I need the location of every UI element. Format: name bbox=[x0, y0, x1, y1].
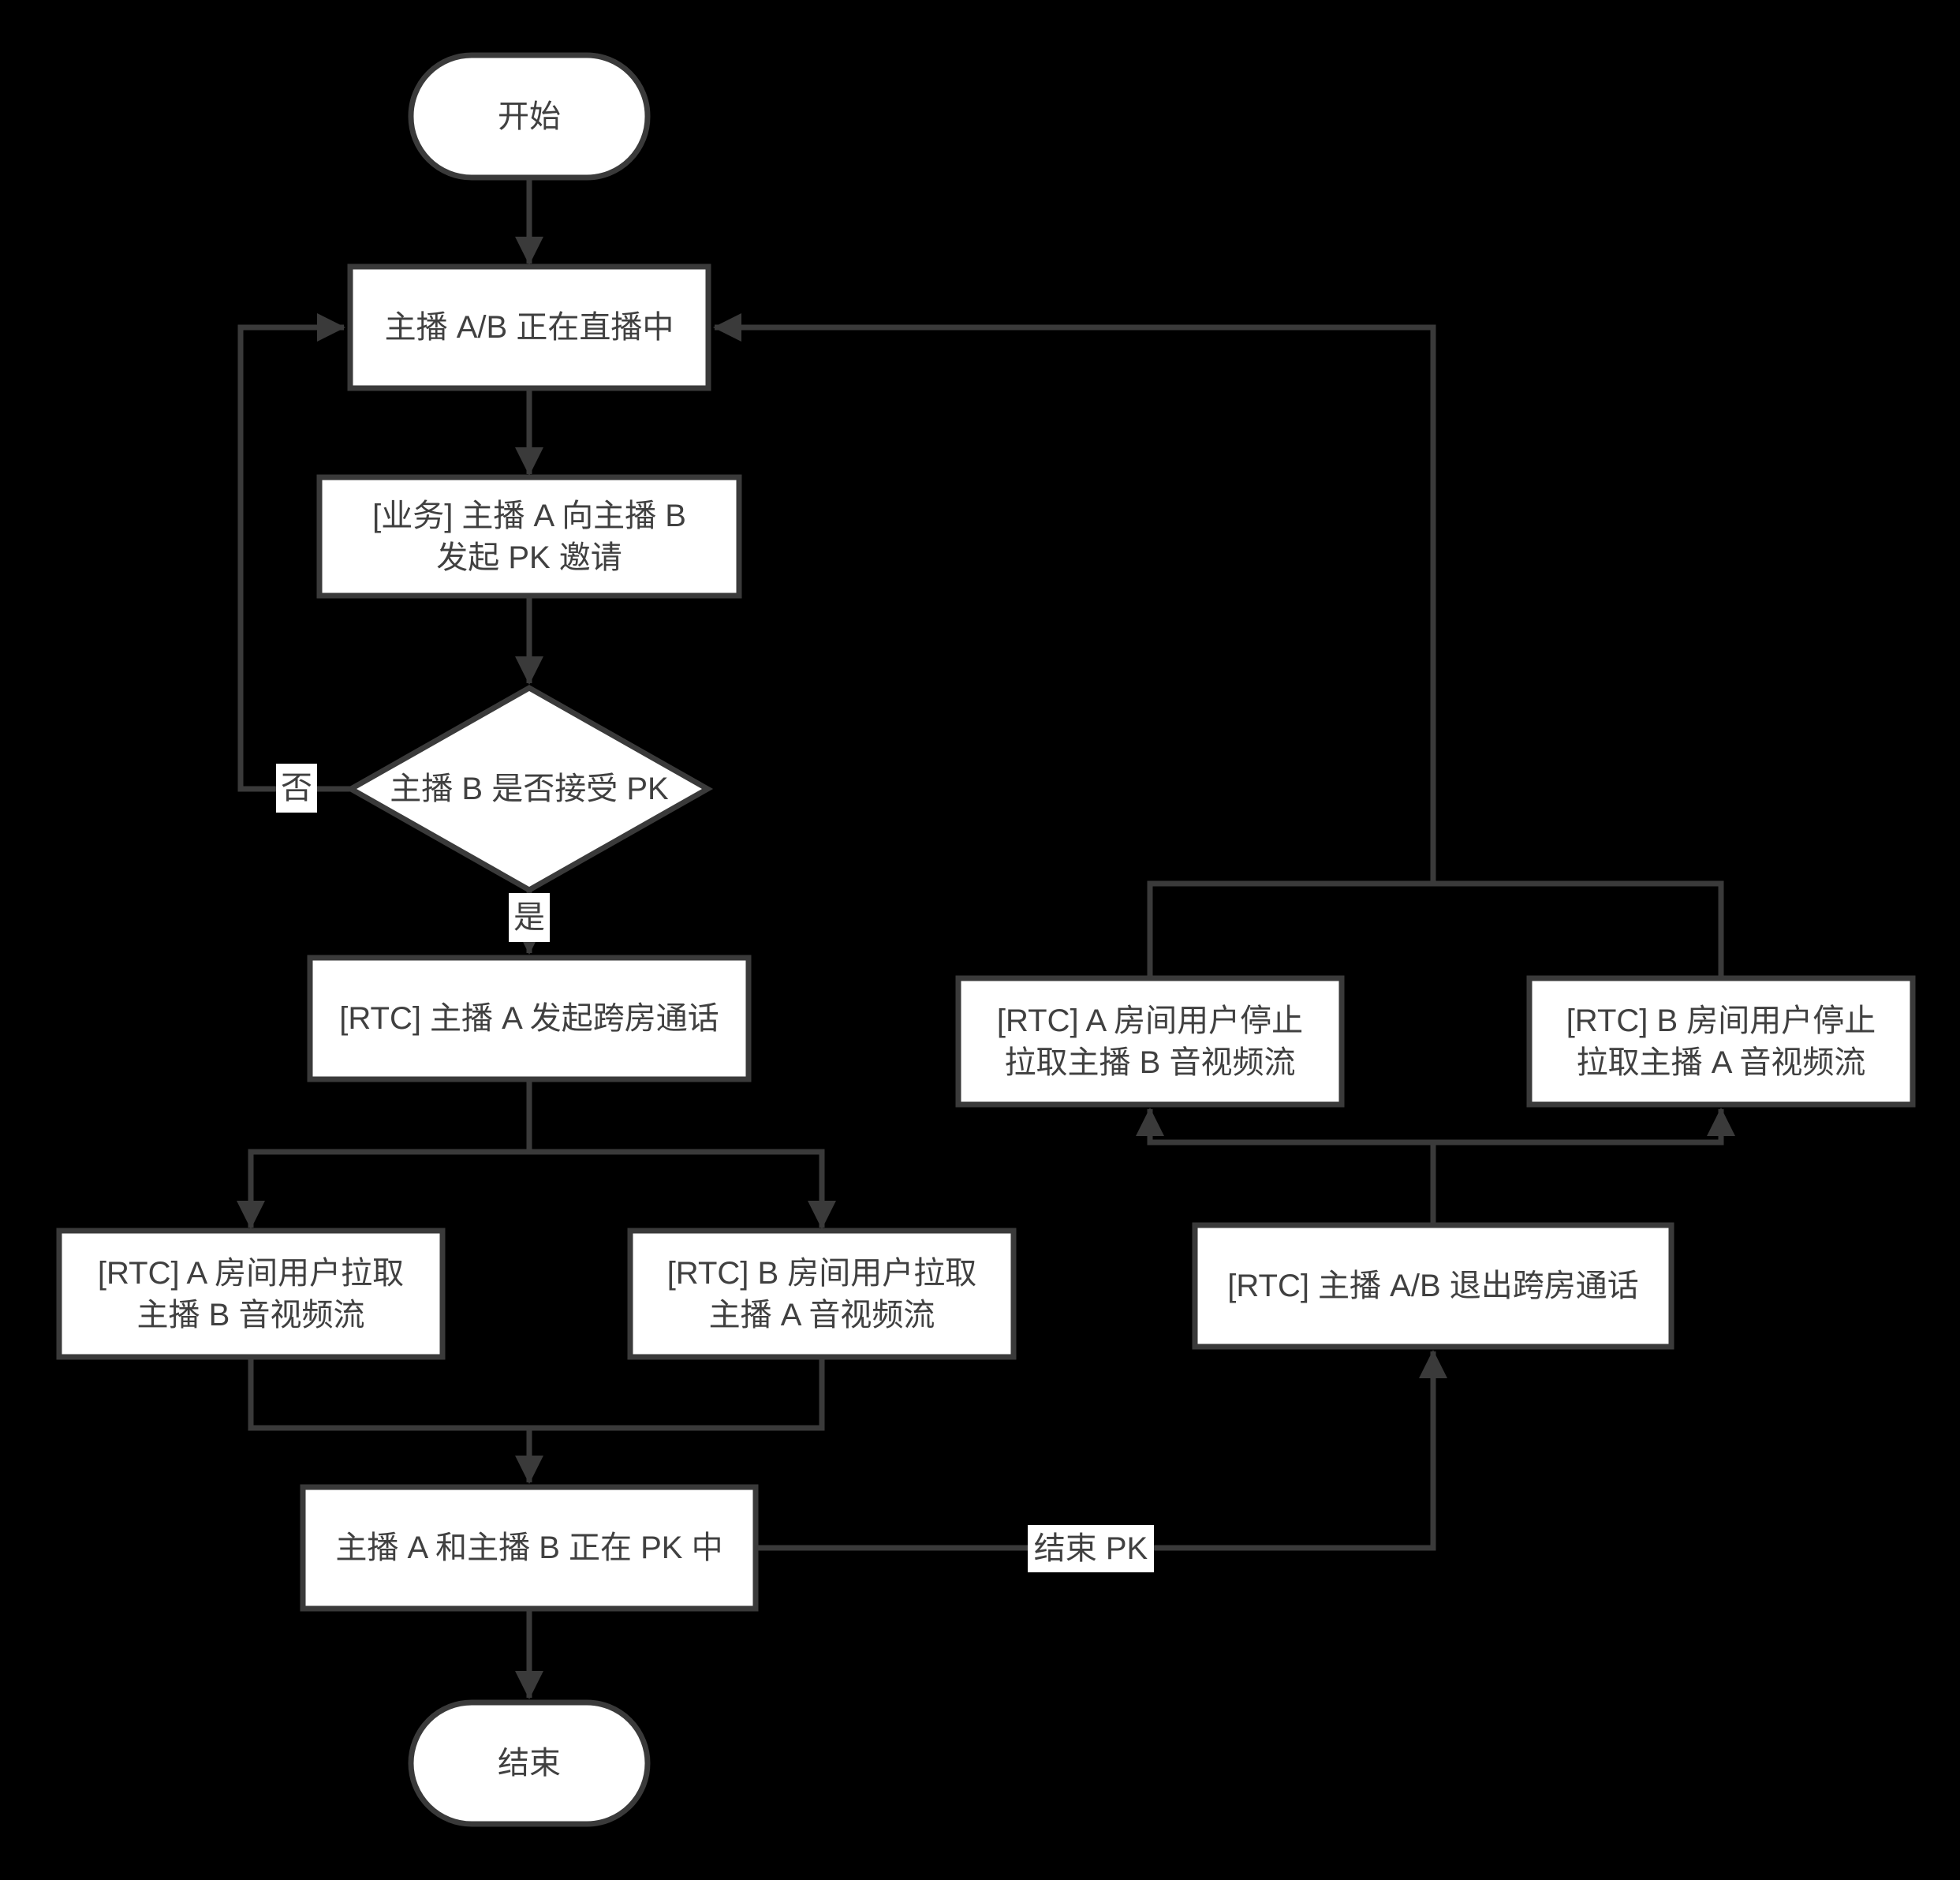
edge-exit-call-to-stop-b bbox=[1433, 1108, 1735, 1146]
edge-label-end-pk: 结束 PK bbox=[1028, 1525, 1154, 1572]
node-streaming-label: 主播 A/B 正在直播中 bbox=[385, 310, 674, 345]
node-invite: [业务] 主播 A 向主播 B 发起 PK 邀请 bbox=[316, 474, 742, 599]
node-pking-label: 主播 A 和主播 B 正在 PK 中 bbox=[335, 1531, 722, 1565]
edge-stop-merge bbox=[1147, 880, 1724, 978]
node-stop-a-label-line2: 拉取主播 B 音视频流 bbox=[1005, 1045, 1296, 1080]
edge-label-no-text: 否 bbox=[281, 771, 312, 805]
node-start: 开始 bbox=[408, 52, 651, 181]
node-streaming: 主播 A/B 正在直播中 bbox=[347, 263, 711, 391]
node-streaming-shape bbox=[347, 263, 711, 391]
edge-label-no: 否 bbox=[276, 764, 317, 813]
node-end-shape bbox=[408, 1699, 651, 1827]
node-stop-a-label-line1: [RTC] A 房间用户停止 bbox=[997, 1004, 1303, 1038]
node-pull-b: [RTC] B 房间用户拉取 主播 A 音视频流 bbox=[627, 1228, 1017, 1360]
node-start-call-label: [RTC] 主播 A 发起跨房通话 bbox=[339, 1001, 719, 1036]
node-pking: 主播 A 和主播 B 正在 PK 中 bbox=[300, 1484, 759, 1612]
node-end: 结束 bbox=[408, 1699, 651, 1827]
node-exit-call-label: [RTC] 主播 A/B 退出跨房通话 bbox=[1227, 1269, 1639, 1303]
edge-label-end-pk-text: 结束 PK bbox=[1034, 1531, 1148, 1566]
node-start-shape bbox=[408, 52, 651, 181]
node-stop-a: [RTC] A 房间用户停止 拉取主播 B 音视频流 bbox=[955, 975, 1345, 1108]
edge-label-yes: 是 bbox=[509, 893, 550, 942]
node-exit-call-shape bbox=[1192, 1222, 1674, 1350]
node-start-label: 开始 bbox=[498, 99, 561, 134]
edge-label-yes-bg bbox=[509, 893, 550, 942]
edge-start-call-to-pull-b bbox=[529, 1149, 836, 1229]
node-decision-shape bbox=[345, 684, 714, 894]
node-stop-a-shape bbox=[955, 975, 1345, 1108]
node-decision-label: 主播 B 是否接受 PK bbox=[390, 772, 669, 806]
node-pull-b-label-line2: 主播 A 音视频流 bbox=[709, 1298, 935, 1332]
edge-label-yes-text: 是 bbox=[513, 900, 545, 935]
node-stop-b-shape bbox=[1526, 975, 1916, 1108]
node-pull-a-shape bbox=[56, 1228, 446, 1360]
edge-stop-merge-to-streaming bbox=[713, 313, 1436, 884]
node-pull-b-shape bbox=[627, 1228, 1017, 1360]
node-exit-call: [RTC] 主播 A/B 退出跨房通话 bbox=[1192, 1222, 1674, 1350]
node-start-call-shape bbox=[307, 955, 752, 1082]
node-invite-label-line1: [业务] 主播 A 向主播 B bbox=[372, 499, 686, 533]
node-stop-b-label-line1: [RTC] B 房间用户停止 bbox=[1566, 1004, 1876, 1038]
edge-exit-call-to-stop-a bbox=[1136, 1108, 1436, 1225]
edge-pking-to-exit-call bbox=[756, 1350, 1447, 1551]
node-pull-a-label-line2: 主播 B 音视频流 bbox=[137, 1298, 365, 1332]
edges bbox=[237, 178, 1735, 1699]
edge-label-no-bg bbox=[276, 764, 317, 813]
node-start-call: [RTC] 主播 A 发起跨房通话 bbox=[307, 955, 752, 1082]
node-pull-b-label-line1: [RTC] B 房间用户拉取 bbox=[667, 1256, 977, 1291]
node-decision: 主播 B 是否接受 PK bbox=[345, 684, 714, 894]
node-pull-a-label-line1: [RTC] A 房间用户拉取 bbox=[98, 1256, 404, 1291]
edge-pull-merge bbox=[248, 1357, 825, 1431]
node-pking-shape bbox=[300, 1484, 759, 1612]
node-end-label: 结束 bbox=[498, 1746, 561, 1781]
node-invite-label-line2: 发起 PK 邀请 bbox=[436, 540, 622, 575]
node-pull-a: [RTC] A 房间用户拉取 主播 B 音视频流 bbox=[56, 1228, 446, 1360]
edge-label-end-pk-bg bbox=[1028, 1525, 1154, 1572]
node-stop-b: [RTC] B 房间用户停止 拉取主播 A 音视频流 bbox=[1526, 975, 1916, 1108]
node-stop-b-label-line2: 拉取主播 A 音视频流 bbox=[1577, 1045, 1866, 1080]
edge-start-call-to-pull-a bbox=[237, 1079, 532, 1229]
node-invite-shape bbox=[316, 474, 742, 599]
